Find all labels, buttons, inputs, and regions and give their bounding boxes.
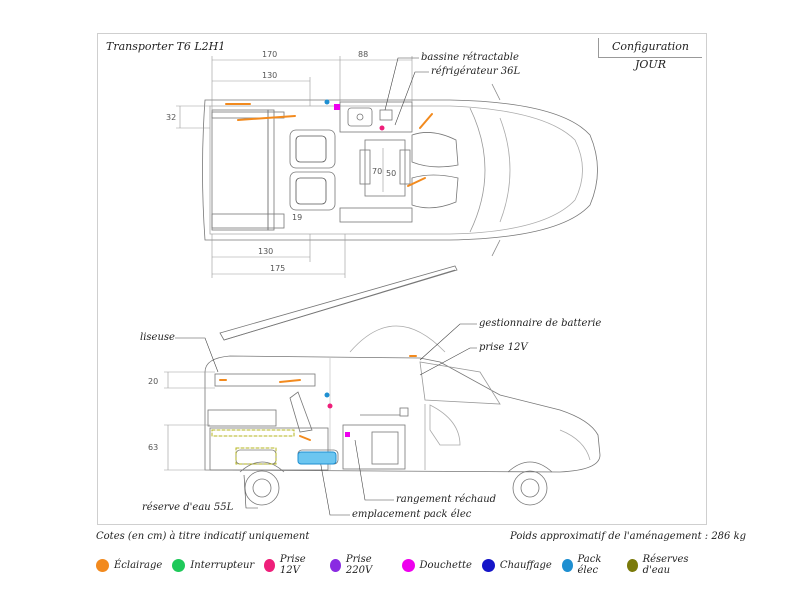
configuration-label: Configuration JOUR	[598, 38, 702, 71]
legend-item: Éclairage	[96, 558, 162, 572]
legend-item: Réserves d'eau	[626, 554, 706, 576]
dim-text: 70	[372, 167, 382, 176]
callout-prise-12v: prise 12V	[479, 342, 528, 353]
drawing-frame	[97, 33, 707, 525]
callout-reserve-eau: réserve d'eau 55L	[142, 502, 234, 513]
callout-liseuse: liseuse	[140, 332, 175, 343]
callout-gestionnaire-batterie: gestionnaire de batterie	[479, 318, 602, 329]
legend-item: Prise 12V	[264, 554, 320, 576]
legend: Éclairage Interrupteur Prise 12V Prise 2…	[96, 554, 716, 576]
callout-refrigerateur: réfrigérateur 36L	[431, 66, 521, 77]
legend-item: Prise 220V	[330, 554, 391, 576]
legend-item: Douchette	[401, 558, 472, 572]
dim-text: 130	[262, 71, 277, 80]
color-swatch-icon	[172, 558, 186, 572]
dim-text: 88	[358, 50, 368, 59]
callout-pack-elec: emplacement pack élec	[352, 509, 472, 520]
dim-text: 130	[258, 247, 273, 256]
dim-text: 175	[270, 264, 285, 273]
legend-item: Interrupteur	[172, 558, 254, 572]
color-swatch-icon	[481, 558, 495, 572]
dim-text: 20	[148, 377, 158, 386]
weight-note: Poids approximatif de l'aménagement : 28…	[510, 531, 747, 542]
legend-item: Pack élec	[561, 554, 617, 576]
dim-text: 63	[148, 443, 158, 452]
disclaimer-note: Cotes (en cm) à titre indicatif uniqueme…	[96, 531, 310, 542]
dim-text: 32	[166, 113, 176, 122]
van-top-view	[202, 83, 598, 257]
color-swatch-icon	[626, 558, 638, 572]
callout-rangement-rechaud: rangement réchaud	[396, 494, 497, 505]
dim-text: 50	[386, 169, 396, 178]
legend-item: Chauffage	[481, 558, 552, 572]
color-swatch-icon	[264, 558, 275, 572]
color-swatch-icon	[96, 558, 109, 572]
color-swatch-icon	[561, 558, 573, 572]
dim-text: 170	[262, 50, 277, 59]
color-swatch-icon	[330, 558, 341, 572]
color-swatch-icon	[401, 558, 415, 572]
dim-text: 19	[292, 213, 302, 222]
vehicle-model-title: Transporter T6 L2H1	[106, 40, 226, 53]
van-side-view	[204, 265, 601, 506]
callout-bassine: bassine rétractable	[421, 52, 519, 63]
